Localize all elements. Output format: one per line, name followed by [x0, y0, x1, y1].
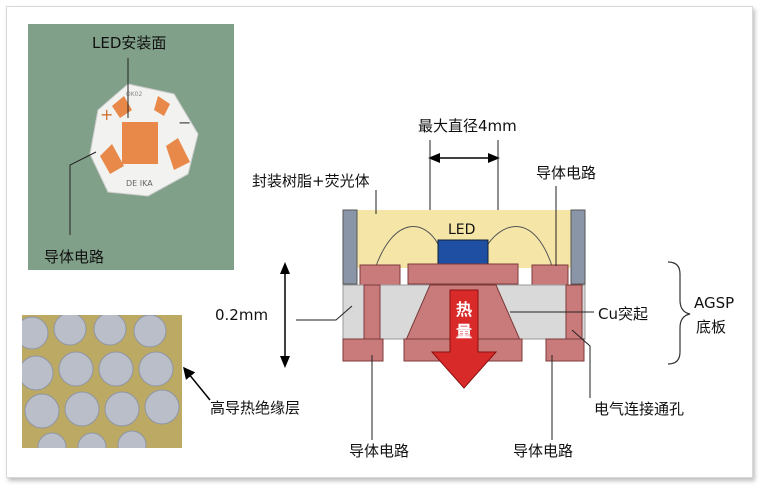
- heat-arrow: [430, 289, 498, 389]
- left-wall: [342, 209, 358, 285]
- insulation-arrow: [183, 366, 211, 401]
- board-conductor-label: 导体电路: [44, 248, 105, 266]
- top-conductor-center: [407, 263, 519, 285]
- conductor-top-label: 导体电路: [536, 164, 597, 182]
- heat-label-2: 量: [456, 322, 473, 341]
- agsp-label-2: 底板: [696, 318, 727, 336]
- code-print: OK02: [126, 91, 142, 98]
- cu-bump-label: Cu突起: [598, 305, 648, 323]
- top-conductor-right: [531, 264, 569, 286]
- agsp-brace: [667, 261, 691, 365]
- insulation-sheet-drawing: [22, 315, 182, 448]
- bottom-conductor-right: [545, 338, 585, 362]
- bottom-conductor-left: [342, 338, 384, 362]
- led-board-drawing: + − DE IKA OK02: [28, 24, 234, 270]
- minus-mark: −: [178, 113, 191, 132]
- via-left: [363, 284, 381, 342]
- conductor-bottom-left-label: 导体电路: [349, 442, 410, 460]
- led-surface-label: LED安装面: [92, 34, 167, 52]
- led-label: LED: [448, 222, 476, 238]
- plus-mark: +: [100, 105, 113, 124]
- resin-label: 封装树脂+荧光体: [252, 172, 370, 190]
- board-conductor-leader: [69, 151, 97, 235]
- insulation-label: 高导热绝缘层: [210, 399, 301, 417]
- thickness-label: 0.2mm: [215, 306, 269, 324]
- right-wall: [570, 209, 586, 285]
- via-right: [565, 284, 583, 342]
- max-diameter-label: 最大直径4mm: [418, 117, 517, 135]
- led-chip: [437, 239, 489, 265]
- heat-label-1: 热: [456, 300, 473, 319]
- led-board-photo: + − DE IKA OK02: [28, 24, 234, 270]
- top-conductor-left: [359, 264, 401, 286]
- agsp-label-1: AGSP: [694, 294, 735, 312]
- via-label: 电气连接通孔: [594, 400, 685, 418]
- conductor-bottom-right-label: 导体电路: [513, 442, 574, 460]
- insulation-sheet-photo: [22, 315, 182, 448]
- brand-print: DE IKA: [126, 179, 153, 188]
